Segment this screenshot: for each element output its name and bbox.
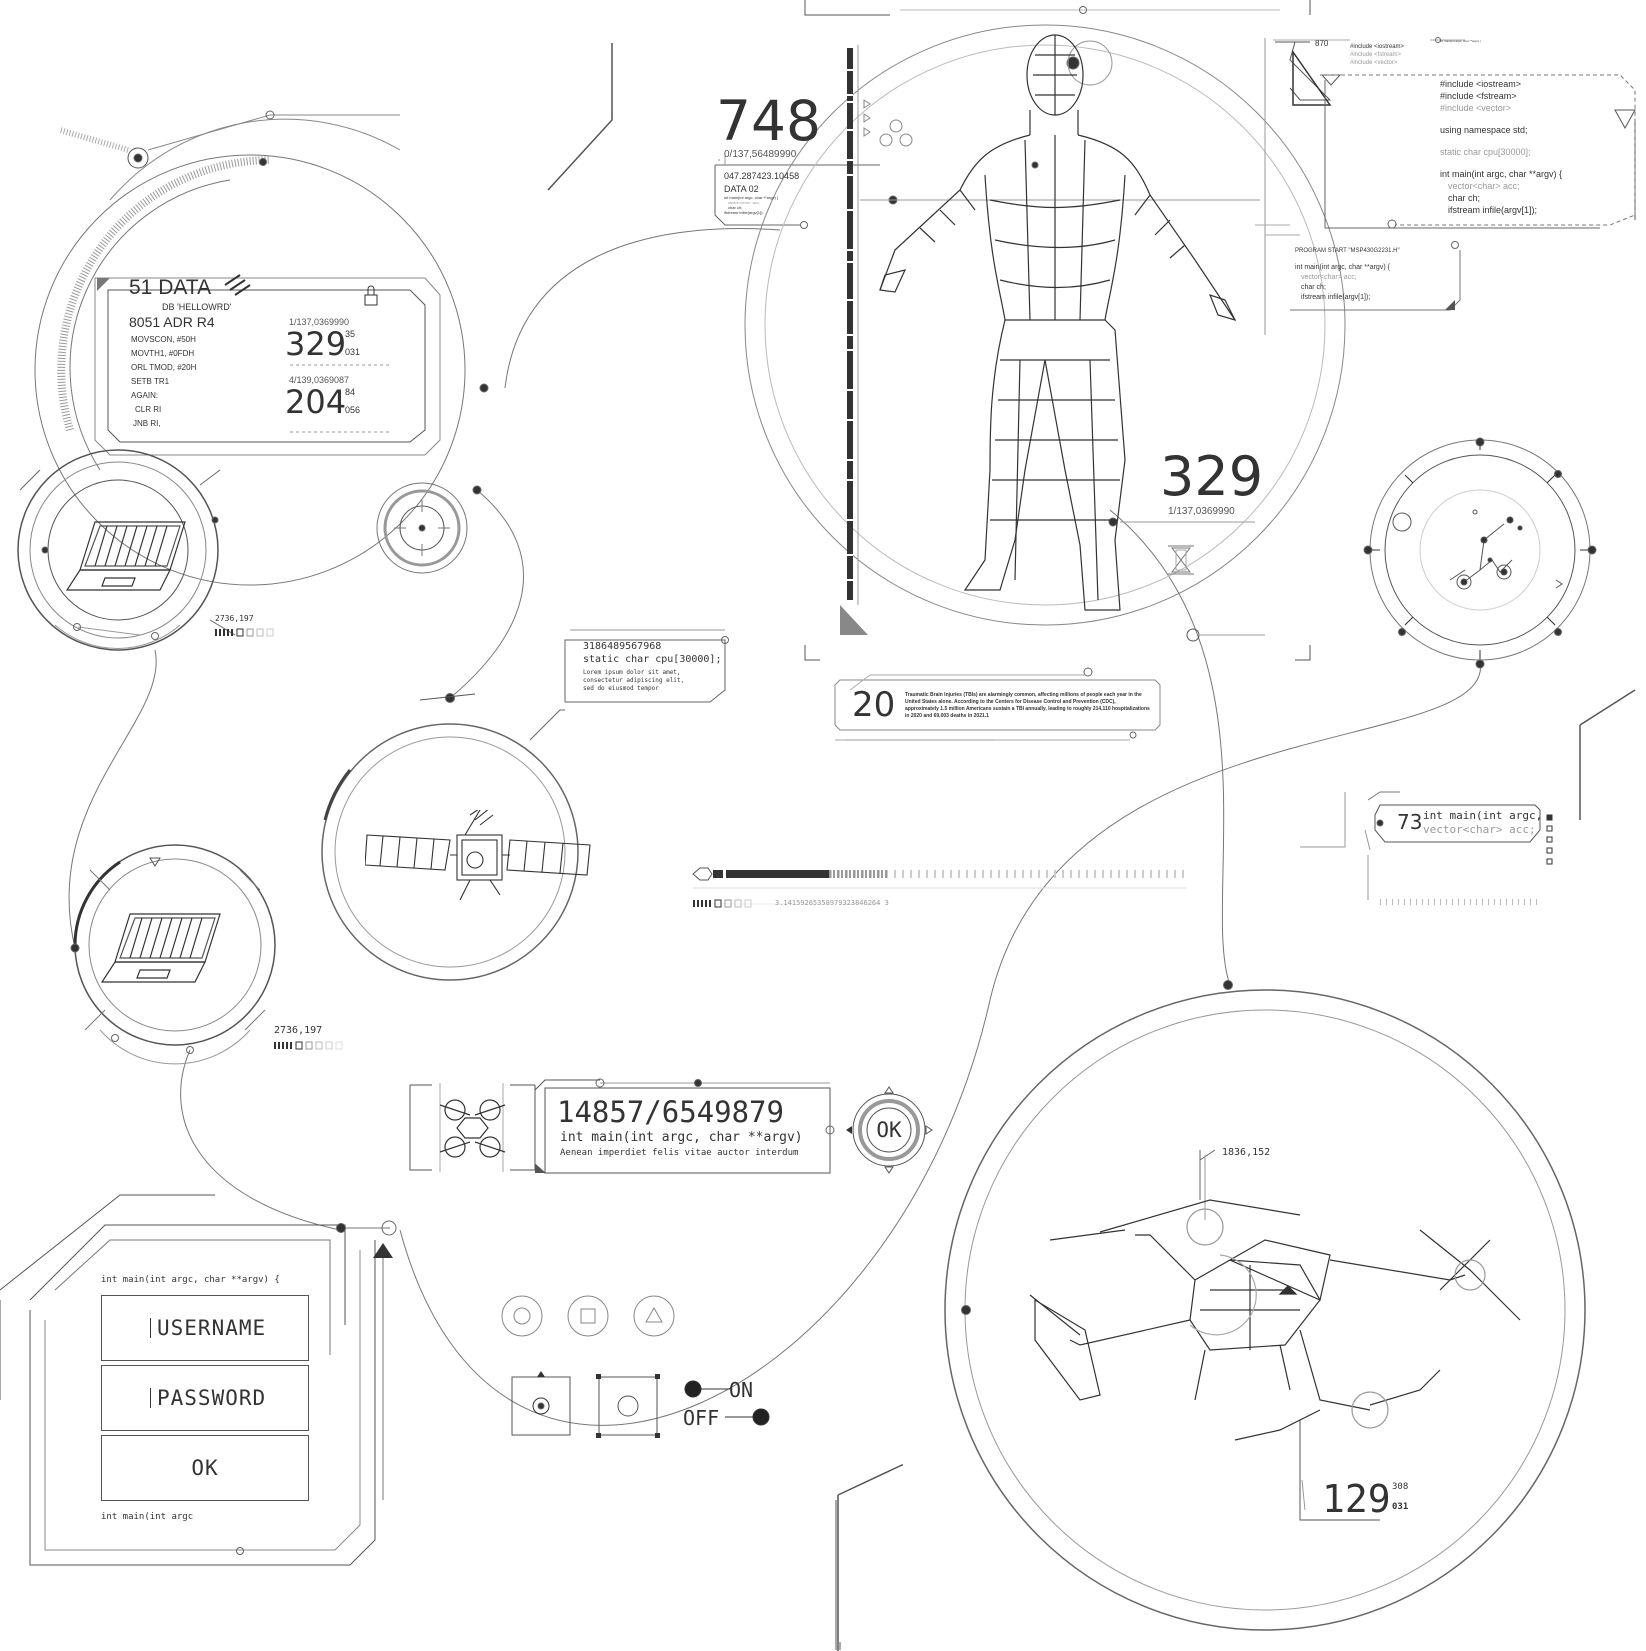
body-readout-value: 329 [1160,445,1264,508]
data-panel-db: DB 'HELLOWRD' [162,302,232,312]
code-panel-header: int main(int argc, char **argv) { [1440,39,1481,43]
password-placeholder: PASSWORD [157,1386,267,1410]
right-code-line1: int main(int argc, [1423,809,1543,822]
laptop-icon-2 [100,910,230,995]
square-shape-button[interactable] [568,1296,608,1336]
human-wireframe [879,34,1237,611]
right-code-number: 73 [1397,810,1423,834]
frame-select-button[interactable] [599,1377,657,1435]
data02-line3: int main(int argc, char **argv) { [724,195,779,200]
small-include-3: #include <vector> [1350,60,1398,66]
small-include-2: #include <fstream> [1350,52,1402,58]
login-ok-label: OK [191,1456,219,1480]
laptop-icon [65,518,195,603]
small-drone-icon [439,1099,506,1158]
drone-lorem: Aenean imperdiet felis vitae auctor inte… [560,1148,799,1158]
asm-line-2: MOVTH1, #0FDH [131,349,195,358]
laptop2-bars [274,1041,354,1051]
asm-line-3: ORL TMOD, #20H [131,363,197,372]
asm-line-7: JNB RI, [133,419,161,428]
program-main: int main(int argc, char **argv) { [1295,264,1390,271]
satellite-lorem-2: consectetur adipiscing elit, [583,677,685,684]
laptop1-bars [215,628,285,638]
asm-line-5: AGAIN: [131,391,159,400]
program-char: char ch; [1301,284,1326,291]
include-2: #include <fstream> [1440,91,1517,101]
small-include-1: #include <iostream> [1350,44,1405,50]
char-ch: char ch; [1448,193,1481,203]
satellite-lorem-1: Lorem ipsum dolor sit amet, [583,669,681,676]
include-1: #include <iostream> [1440,79,1522,89]
reading2-sub: 056 [345,405,361,415]
reading2-ref: 4/139,0369087 [289,375,350,385]
program-start: PROGRAM START "MSP430G2231.H" [1295,248,1400,254]
triangle-shape-button[interactable] [634,1296,674,1336]
vector-acc: vector<char> acc; [1448,181,1520,191]
top-readout-ref: 0/137,56489990 [724,149,797,160]
data02-line6: ifstream infile(argv[1]); [724,210,764,215]
body-readout-ref: 1/137,0369990 [1168,506,1235,517]
main-signature: int main(int argc, char **argv) { [1440,169,1563,179]
satellite-id: 3186489567968 [583,641,662,652]
drone-sup: 308 [1392,1482,1409,1492]
ok-circle-label: OK [876,1118,902,1142]
using-namespace: using namespace std; [1440,125,1528,135]
reading1-ref: 1/137,0369990 [289,317,350,327]
include-3: #include <vector> [1440,103,1512,113]
progress-digits: 3.14159265358979323846264 3 [775,899,889,907]
satellite-lorem-3: sed do eiusmod tempor [583,685,659,692]
data-panel: 51 DATA DB 'HELLOWRD' 8051 ADR R4 MOVSCO… [95,276,440,455]
drone-value: 129 [1322,1477,1391,1521]
data-panel-adr: 8051 ADR R4 [129,314,215,330]
data02-line1: 047.287423.10458 [724,171,800,181]
asm-line-1: MOVSCON, #50H [131,335,196,344]
ifstream-infile: ifstream infile(argv[1]); [1448,205,1538,215]
username-field[interactable]: USERNAME [101,1295,309,1361]
program-ifstream: ifstream infile(argv[1]); [1301,294,1371,301]
asm-line-4: SETB TR1 [131,377,170,386]
data02-line4: vector<char> acc; [728,200,760,205]
static-cpu: static char cpu[30000]; [1440,147,1531,157]
circle-shape-button[interactable] [502,1296,542,1336]
tbi-number: 20 [852,685,896,725]
satellite-icon [364,804,595,915]
tbi-text: Traumatic Brain Injuries (TBIs) are alar… [905,692,1150,719]
laptop1-value: 2736,197 [215,614,254,623]
progress-ticks [693,899,773,909]
data02-line5: char ch; [728,205,743,210]
data02-box: 047.287423.10458 DATA 02 int main(int ar… [724,172,874,222]
reading2-sup: 84 [345,387,356,397]
program-vector: vector<char> acc; [1301,274,1357,281]
target-select-button[interactable] [512,1377,570,1435]
off-toggle[interactable]: OFF [683,1406,773,1430]
reading1-value: 329 [285,325,347,363]
drone-coords: 1836,152 [1222,1147,1271,1158]
off-label: OFF [683,1406,720,1430]
top-readout-value: 748 [716,89,821,153]
drone-sub: 031 [1392,1502,1409,1512]
data-panel-title: 51 DATA [129,276,212,299]
code-panel-counter: 870 [1315,39,1329,48]
drone-code: int main(int argc, char **argv) [560,1130,803,1145]
right-code-line2: vector<char> acc; [1423,823,1536,836]
on-label: ON [729,1378,754,1402]
reading1-sub: 031 [345,347,361,357]
satellite-code: static char cpu[30000]; [583,654,722,665]
ok-circle-button[interactable]: OK [865,1110,913,1150]
data02-line2: DATA 02 [724,184,759,194]
reading1-sup: 35 [345,329,356,339]
login-footer: int main(int argc [101,1512,194,1522]
login-header: int main(int argc, char **argv) { [101,1275,280,1285]
asm-line-6: CLR RI [135,405,162,414]
drone-wireframe [1029,1199,1521,1441]
login-ok-button[interactable]: OK [101,1435,309,1501]
username-placeholder: USERNAME [157,1316,267,1340]
on-toggle[interactable]: ON [683,1378,773,1402]
reading2-value: 204 [285,383,347,421]
drone-counter: 14857/6549879 [557,1095,784,1129]
password-field[interactable]: PASSWORD [101,1365,309,1431]
laptop2-value: 2736,197 [274,1025,323,1036]
